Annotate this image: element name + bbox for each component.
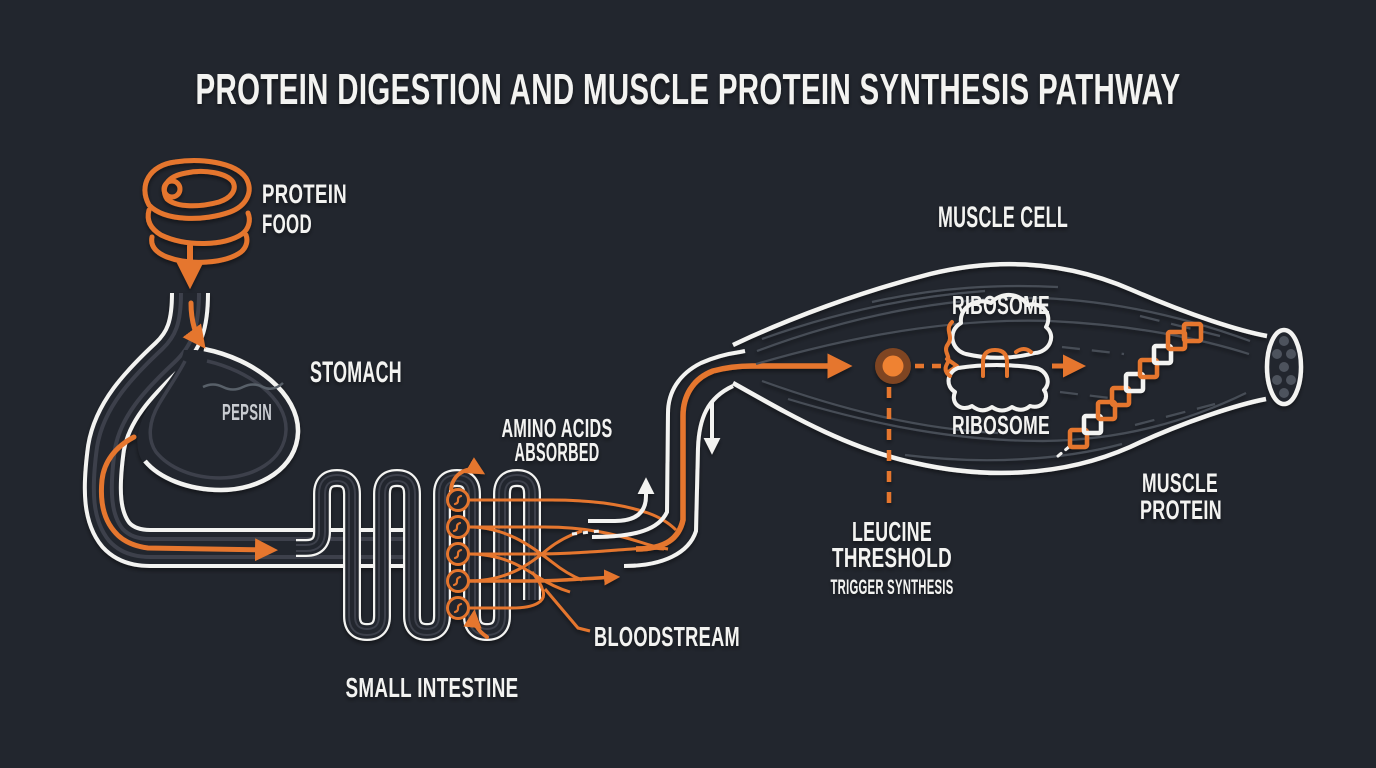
bloodstream-vessel-icon (571, 349, 853, 568)
bloodstream-flow-arrow-icon (635, 353, 853, 552)
leucine-threshold-label: THRESHOLD (832, 542, 952, 573)
muscle-cell-label: MUSCLE CELL (938, 201, 1068, 234)
myofibril-dots (1272, 336, 1296, 398)
ribosome-label-top: RIBOSOME (952, 290, 1050, 320)
amino-acids-label: ABSORBED (515, 437, 600, 467)
leucine-threshold-label: LEUCINE (852, 516, 932, 547)
amino-acid-icon (446, 515, 470, 539)
amino-acids-label: AMINO ACIDS (502, 413, 613, 443)
mrna-strand-icon (943, 320, 954, 378)
trigger-synthesis-label: TRIGGER SYNTHESIS (831, 576, 954, 599)
muscle-protein-chain-icon (1056, 321, 1204, 458)
stomach-icon (137, 346, 301, 493)
amino-acid-icon (446, 488, 470, 512)
amino-acid-icons (446, 488, 470, 620)
page-title: PROTEIN DIGESTION AND MUSCLE PROTEIN SYN… (196, 65, 1181, 114)
amino-acid-icon (446, 596, 470, 620)
amino-acid-icon (446, 569, 470, 593)
pepsin-label: PEPSIN (222, 399, 272, 425)
diagram-labels: PROTEIN DIGESTION AND MUSCLE PROTEIN SYN… (196, 65, 1222, 703)
digestive-flow-arrows (98, 243, 489, 639)
amino-acid-icon (446, 542, 470, 566)
small-intestine-icon (296, 468, 541, 642)
flow-up-arrow-icon (588, 477, 655, 523)
bloodstream-pointer-line (543, 588, 591, 633)
protein-food-label: FOOD (262, 209, 312, 239)
bloodstream-label: BLOODSTREAM (594, 621, 740, 652)
flow-arrow-icon (182, 300, 206, 349)
steak-icon (142, 158, 252, 265)
muscle-protein-label: MUSCLE (1142, 468, 1218, 498)
muscle-protein-label: PROTEIN (1140, 495, 1222, 525)
stomach-label: STOMACH (310, 356, 402, 389)
ribosome-label-bottom: RIBOSOME (952, 410, 1050, 440)
flow-arrow-icon (449, 457, 486, 491)
absorption-strands (468, 498, 678, 633)
small-intestine-label: SMALL INTESTINE (346, 672, 519, 703)
flow-arrow-icon (98, 434, 278, 562)
flow-arrow-icon (463, 609, 489, 639)
ribosome-icon (943, 293, 1054, 413)
pepsin-fluid-line (202, 382, 284, 391)
protein-food-label: PROTEIN (262, 179, 347, 209)
